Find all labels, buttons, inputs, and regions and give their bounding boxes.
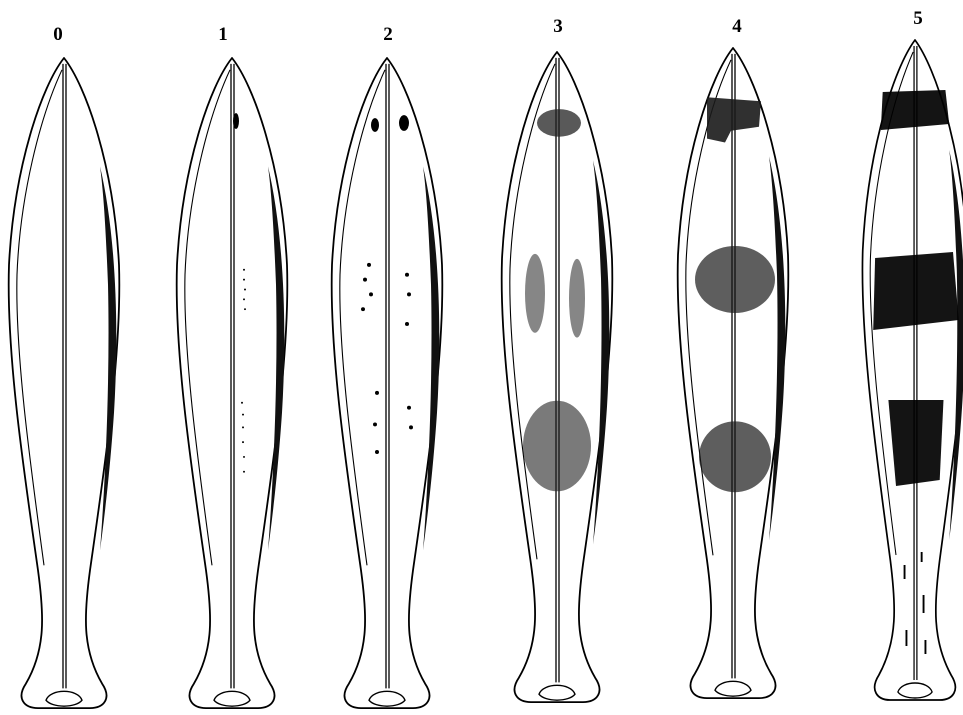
leaf-stage-4	[678, 48, 789, 698]
leaf-stage-2	[332, 58, 443, 708]
stage-label-0: 0	[53, 24, 63, 45]
stage-label-1: 1	[218, 24, 228, 45]
leaf-stage-3	[502, 52, 613, 702]
leaf-stage-0	[9, 58, 120, 708]
lesion-spot	[233, 113, 239, 129]
stage-label-5: 5	[913, 8, 923, 29]
stage-label-2: 2	[383, 24, 393, 45]
leaf-stage-5	[862, 40, 963, 700]
leaf-stage-1	[177, 58, 288, 708]
stage-label-4: 4	[732, 16, 742, 37]
stage-label-3: 3	[553, 16, 563, 37]
